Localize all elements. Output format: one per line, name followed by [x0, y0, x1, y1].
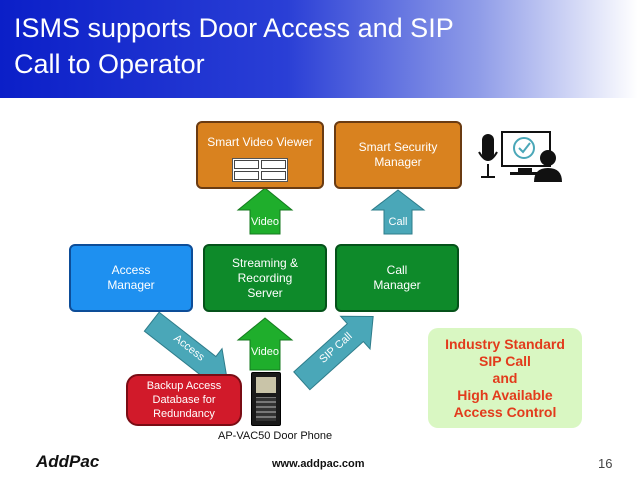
microphone-icon [478, 134, 498, 178]
footer-url: www.addpac.com [272, 458, 365, 470]
door-phone-image [251, 372, 281, 426]
industry-line-4: High Available [457, 386, 553, 403]
backup-access-database-box: Backup Access Database for Redundancy [126, 374, 242, 426]
call-manager-label: Call Manager [373, 263, 421, 292]
streaming-recording-server-box: Streaming & Recording Server [203, 244, 327, 312]
industry-line-1: Industry Standard [445, 335, 565, 352]
smart-video-viewer-label: Smart Video Viewer [207, 135, 313, 149]
smart-security-manager-label: Smart Security Manager [358, 140, 438, 169]
slide-title-line2: Call to Operator [14, 49, 205, 79]
call-up-arrow [370, 189, 426, 235]
title-banner: ISMS supports Door Access and SIP Call t… [0, 0, 638, 98]
video-top-label: Video [251, 216, 279, 228]
monitor-operator-icon [501, 131, 562, 182]
streaming-server-label: Streaming & Recording Server [231, 255, 299, 300]
slide-title-line1: ISMS supports Door Access and SIP [14, 13, 454, 43]
video-bottom-label: Video [251, 346, 279, 358]
industry-line-5: Access Control [453, 403, 557, 420]
grid-video-icon [232, 158, 288, 182]
industry-line-2: SIP Call [479, 352, 531, 369]
industry-line-3: and [492, 369, 518, 386]
access-manager-label: Access Manager [107, 263, 155, 292]
video-up-arrow-bottom [236, 317, 294, 371]
smart-security-manager-box: Smart Security Manager [334, 121, 462, 189]
video-up-arrow-top [236, 187, 294, 235]
backup-db-label: Backup Access Database for Redundancy [146, 380, 222, 420]
door-phone-caption: AP-VAC50 Door Phone [218, 430, 333, 442]
call-manager-box: Call Manager [335, 244, 459, 312]
industry-standard-callout: Industry Standard SIP Call and High Avai… [428, 328, 582, 428]
sip-call-diagonal-arrow [293, 315, 374, 391]
access-manager-box: Access Manager [69, 244, 193, 312]
addpac-logo: AddPac [36, 452, 100, 471]
page-number: 16 [598, 456, 613, 471]
call-top-label: Call [388, 216, 408, 228]
